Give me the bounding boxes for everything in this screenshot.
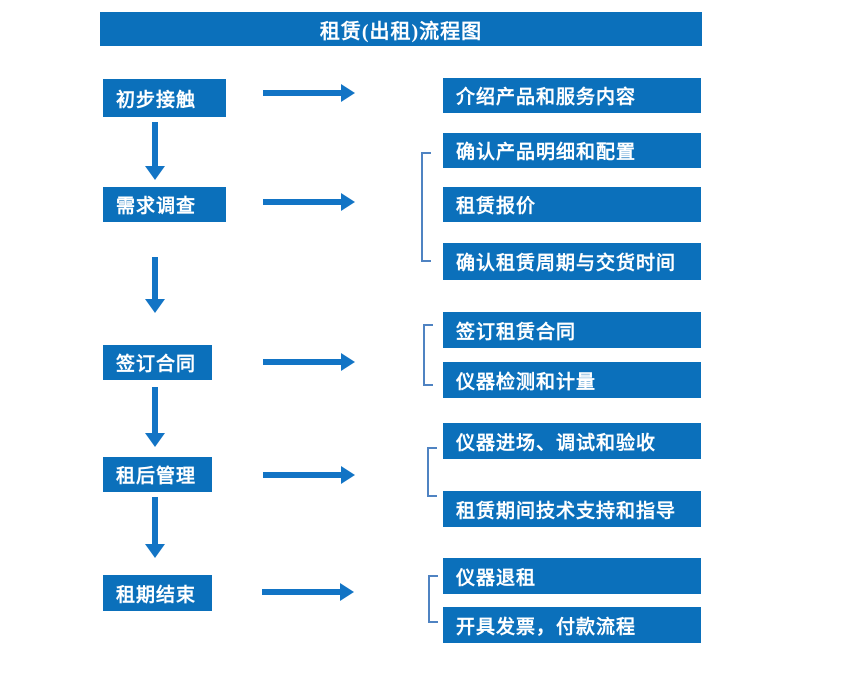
detail-confirm-product-config: 确认产品明细和配置	[443, 133, 701, 168]
arrow-right-1	[263, 84, 355, 102]
bracket-group-sign-contract	[423, 324, 433, 386]
detail-instrument-inspection-metering: 仪器检测和计量	[443, 362, 701, 398]
step-rental-end: 租期结束	[103, 575, 212, 611]
arrow-down-1	[145, 122, 165, 180]
step-post-rental-management: 租后管理	[103, 457, 212, 492]
arrow-shaft	[262, 589, 340, 595]
detail-invoice-payment-process: 开具发票，付款流程	[443, 607, 701, 643]
bracket-group-post-rental	[427, 447, 437, 497]
arrow-shaft	[263, 472, 341, 478]
arrow-right-3	[263, 353, 355, 371]
step-initial-contact: 初步接触	[103, 79, 226, 117]
detail-tech-support-guidance: 租赁期间技术支持和指导	[443, 491, 701, 527]
arrow-head-icon	[145, 166, 165, 180]
arrow-shaft	[263, 359, 341, 365]
bracket-group-demand-survey	[421, 152, 431, 262]
arrow-right-5	[262, 583, 354, 601]
arrow-down-2	[145, 257, 165, 313]
arrow-shaft	[152, 257, 158, 299]
arrow-shaft	[263, 199, 341, 205]
bracket-group-rental-end	[428, 575, 438, 623]
detail-introduce-products-services: 介绍产品和服务内容	[443, 78, 701, 113]
arrow-shaft	[152, 387, 158, 433]
flowchart-title: 租赁(出租)流程图	[100, 12, 702, 46]
arrow-head-icon	[340, 583, 354, 601]
arrow-shaft	[152, 122, 158, 166]
detail-confirm-period-delivery: 确认租赁周期与交货时间	[443, 243, 701, 280]
arrow-right-2	[263, 193, 355, 211]
step-demand-survey: 需求调查	[103, 187, 226, 222]
arrow-head-icon	[341, 84, 355, 102]
detail-rental-quotation: 租赁报价	[443, 187, 701, 222]
arrow-down-4	[145, 497, 165, 558]
arrow-head-icon	[341, 353, 355, 371]
detail-instrument-return: 仪器退租	[443, 558, 701, 594]
step-sign-contract: 签订合同	[103, 345, 212, 380]
detail-sign-rental-contract: 签订租赁合同	[443, 312, 701, 348]
arrow-head-icon	[341, 193, 355, 211]
arrow-shaft	[152, 497, 158, 544]
detail-instrument-entry-debug-acceptance: 仪器进场、调试和验收	[443, 423, 701, 459]
arrow-head-icon	[145, 299, 165, 313]
arrow-head-icon	[341, 466, 355, 484]
arrow-down-3	[145, 387, 165, 447]
arrow-right-4	[263, 466, 355, 484]
arrow-shaft	[263, 90, 341, 96]
arrow-head-icon	[145, 433, 165, 447]
arrow-head-icon	[145, 544, 165, 558]
